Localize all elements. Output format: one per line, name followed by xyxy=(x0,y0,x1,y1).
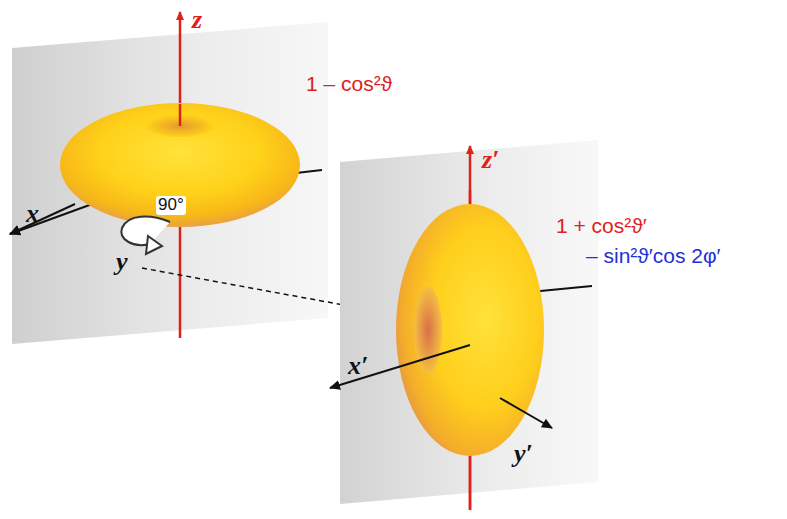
axis-label: y xyxy=(116,248,128,277)
formula-text: – sin²ϑ′cos 2φ′ xyxy=(586,244,721,267)
axis-label: y′ xyxy=(514,440,533,469)
angle-label: 90° xyxy=(156,196,186,215)
formula-text: 1 + cos²ϑ′ xyxy=(556,214,647,237)
axis-label: x xyxy=(26,200,39,229)
axis-label: x′ xyxy=(348,352,368,381)
axis-label: z′ xyxy=(482,146,499,175)
axis-label: z xyxy=(192,6,202,35)
formula-text: 1 – cos²ϑ xyxy=(306,72,392,95)
